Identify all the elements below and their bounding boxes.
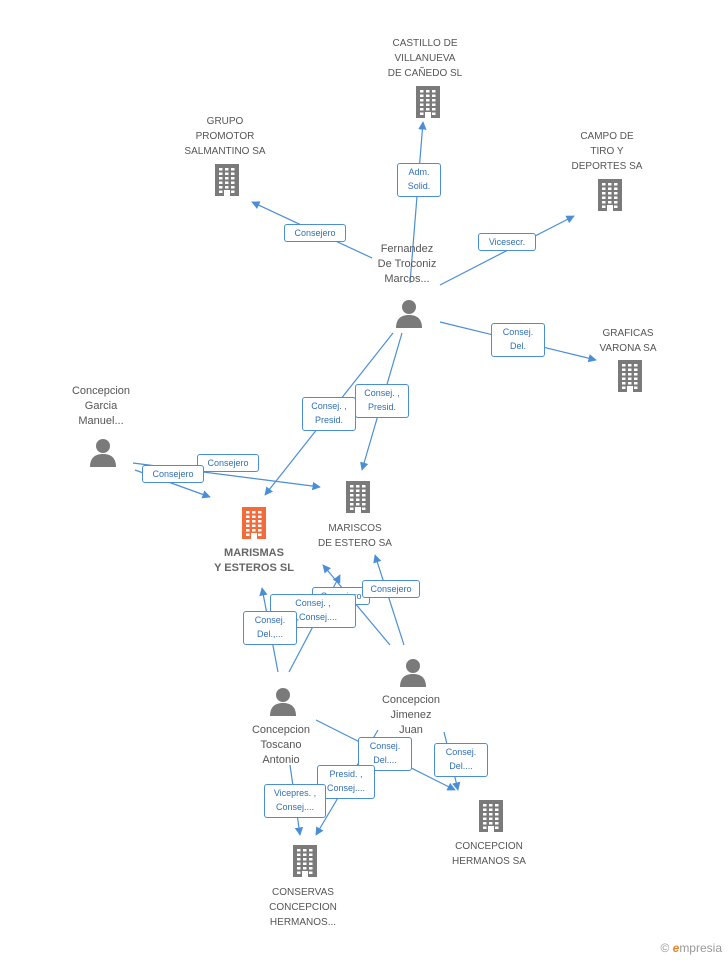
edge-jimenez-to-mariscos (373, 554, 405, 646)
jimenez-person-icon[interactable] (398, 657, 428, 692)
toscano-label[interactable]: Concepcion Toscano Antonio (251, 724, 311, 766)
grupo-label[interactable]: GRUPO PROMOTOR SALMANTINO SA (184, 116, 266, 157)
garcia-label[interactable]: Concepcion Garcia Manuel... (71, 385, 131, 427)
edge-label-fernandez-castillo[interactable]: Adm. Solid. (397, 163, 441, 197)
edge-label-jimenez-mariscos[interactable]: Consejero (362, 580, 420, 598)
toscano-person-icon[interactable] (268, 686, 298, 721)
graficas-label[interactable]: GRAFICAS VARONA SA (599, 328, 657, 354)
brand-logo-letter: e (672, 941, 680, 955)
edge-label-toscano-marismas[interactable]: Consej. Del.,... (243, 611, 297, 645)
edge-label-fernandez-graficas[interactable]: Consej. Del. (491, 323, 545, 357)
edge-label-fernandez-marismas[interactable]: Consej. , Presid. (302, 397, 356, 431)
hermanos-label[interactable]: CONCEPCION HERMANOS SA (452, 841, 526, 867)
brand-footer: © empresia (660, 941, 722, 955)
edge-fernandez-to-castillo (409, 121, 427, 284)
campo-label[interactable]: CAMPO DE TIRO Y DEPORTES SA (571, 131, 643, 172)
hermanos-building-icon[interactable] (478, 799, 504, 838)
edge-label-toscano-conservas[interactable]: Vicepres. , Consej.... (264, 784, 326, 818)
edge-label-jimenez-conservas[interactable]: Presid. , Consej.... (317, 765, 375, 799)
marismas-building-icon[interactable] (241, 506, 267, 545)
conservas-label[interactable]: CONSERVAS CONCEPCION HERMANOS... (269, 887, 337, 928)
fernandez-person-icon[interactable] (394, 298, 424, 333)
mariscos-label[interactable]: MARISCOS DE ESTERO SA (318, 523, 392, 549)
edge-label-fernandez-campo[interactable]: Vicesecr. (478, 233, 536, 251)
jimenez-label[interactable]: Concepcion Jimenez Juan (381, 694, 441, 736)
mariscos-building-icon[interactable] (345, 480, 371, 519)
fernandez-label[interactable]: Fernandez De Troconiz Marcos... (377, 243, 437, 285)
brand-name: mpresia (679, 941, 722, 955)
conservas-building-icon[interactable] (292, 844, 318, 883)
marismas-label[interactable]: MARISMAS Y ESTEROS SL (214, 547, 294, 574)
graficas-building-icon[interactable] (617, 359, 643, 398)
castillo-label[interactable]: CASTILLO DE VILLANUEVA DE CAÑEDO SL (387, 38, 463, 79)
copyright-icon: © (660, 941, 670, 955)
edge-label-garcia-marismas[interactable]: Consejero (142, 465, 204, 483)
edge-label-fernandez-mariscos[interactable]: Consej. , Presid. (355, 384, 409, 418)
edge-label-jimenez-hermanos[interactable]: Consej. Del.... (434, 743, 488, 777)
castillo-building-icon[interactable] (415, 85, 441, 124)
edge-label-garcia-mariscos[interactable]: Consejero (197, 454, 259, 472)
garcia-person-icon[interactable] (88, 437, 118, 472)
campo-building-icon[interactable] (597, 178, 623, 217)
edge-label-fernandez-grupo[interactable]: Consejero (284, 224, 346, 242)
grupo-building-icon[interactable] (214, 163, 240, 202)
